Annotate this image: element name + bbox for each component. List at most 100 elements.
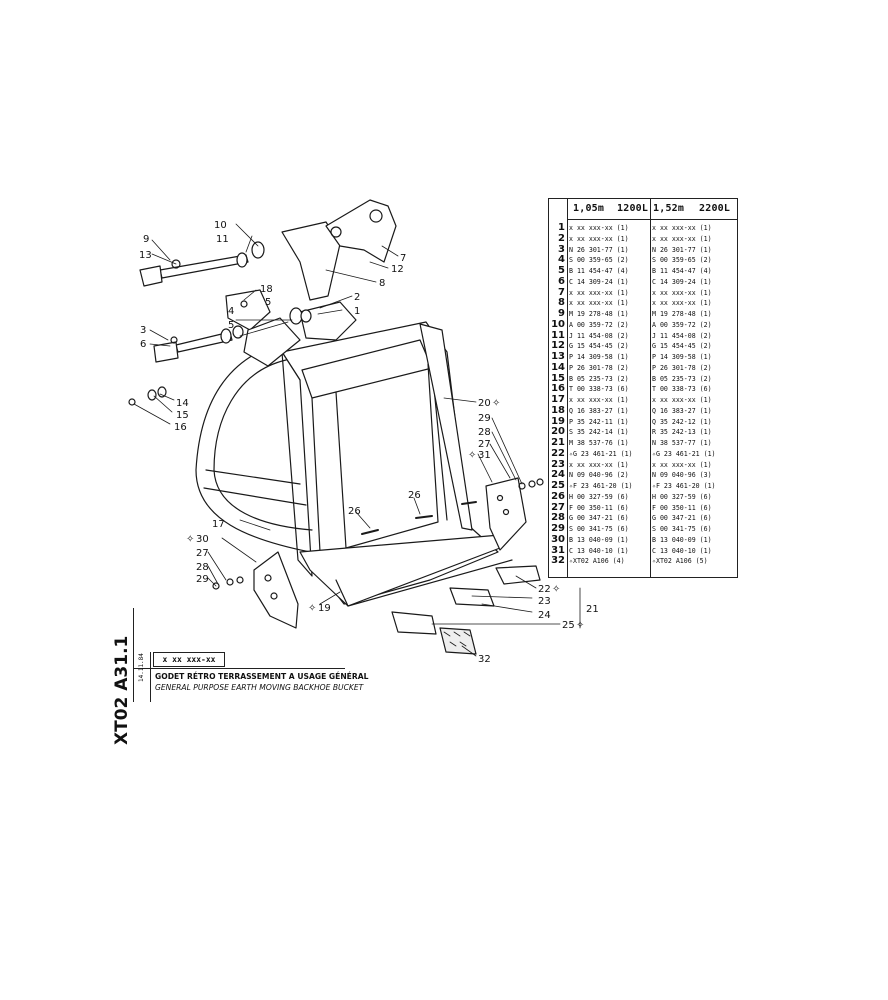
row-part-1050: x xx xxx-xx (1)	[569, 234, 629, 243]
callout-1: 1	[354, 306, 360, 317]
callout-21: 21	[586, 604, 599, 615]
row-number: 29	[551, 523, 565, 534]
row-part-1050: P 35 242-11 (1)	[569, 417, 629, 426]
sheet-date: 14.11.84	[138, 653, 145, 682]
callout-6: 6	[140, 339, 146, 350]
row-number: 12	[551, 340, 565, 352]
row-part-1050: M 38 537-76 (1)	[569, 439, 629, 447]
row-number: 1	[558, 222, 565, 233]
parts-table: 1,05m 1200L 1,52m 2200L 1 x xx xxx-xx (1)…	[548, 198, 738, 578]
callout-20: 20	[478, 398, 491, 409]
callout-26-right: 26	[408, 490, 421, 501]
row-part-1520: ✧F 23 461-20 (1)	[652, 482, 716, 490]
callout-13: 13	[139, 250, 152, 261]
row-part-1520: x xx xxx-xx (1)	[652, 234, 712, 243]
row-part-1520: T 00 338-73 (6)	[652, 385, 712, 394]
title-frame	[133, 608, 134, 702]
callout-28-left: 28	[196, 562, 209, 573]
row-number: 30	[551, 533, 565, 545]
row-part-1050: G 00 347-21 (6)	[569, 514, 629, 523]
row-part-1520: N 09 040-96 (3)	[652, 471, 712, 480]
title-french: GODET RÉTRO TERRASSEMENT A USAGE GÉNÉRAL	[155, 672, 369, 681]
title-english: GENERAL PURPOSE EARTH MOVING BACKHOE BUC…	[155, 683, 364, 692]
table-row: 32✧XT02 A106 (4)✧XT02 A106 (5)	[549, 555, 739, 566]
col1-width: 1,05m	[573, 203, 605, 214]
row-part-1520: C 14 309-24 (1)	[652, 277, 712, 286]
callout-15: 15	[176, 410, 189, 421]
row-number: 20	[551, 426, 565, 438]
callout-12: 12	[391, 264, 404, 275]
callout-8: 8	[379, 278, 385, 289]
table-row: 29 S 00 341-75 (6) S 00 341-75 (6)	[549, 523, 739, 534]
row-number: 23	[551, 458, 565, 470]
table-row: 28 G 00 347-21 (6) G 00 347-21 (6)	[549, 512, 739, 523]
callout-22: 22	[538, 584, 551, 595]
table-row: 22✧G 23 461-21 (1)✧G 23 461-21 (1)	[549, 448, 739, 459]
row-part-1520: S 00 341-75 (6)	[652, 525, 712, 533]
table-divider-columns	[650, 199, 651, 577]
row-part-1050: x xx xxx-xx (1)	[569, 460, 629, 469]
row-part-1050: C 14 309-24 (1)	[569, 277, 629, 286]
row-part-1050: ✧XT02 A106 (4)	[569, 557, 625, 566]
callout-4: 4	[228, 306, 234, 317]
row-part-1520: A 00 359-72 (2)	[652, 320, 712, 329]
row-part-1050: N 09 040-96 (2)	[569, 471, 629, 480]
callout-23: 23	[538, 596, 551, 607]
row-number: 2	[558, 232, 565, 244]
side-cutter-left	[253, 551, 299, 629]
callout-27-left: 27	[196, 548, 209, 559]
title-frame-rule	[133, 668, 345, 669]
bucket-body	[195, 321, 513, 607]
row-part-1520: C 13 040-10 (1)	[652, 546, 712, 555]
row-part-1520: M 19 278-48 (1)	[652, 310, 712, 318]
callout-29-right: 29	[478, 413, 491, 424]
leader-lines	[133, 223, 581, 657]
row-part-1520: x xx xxx-xx (1)	[652, 224, 712, 232]
row-number: 25	[551, 480, 565, 491]
table-header-rule	[567, 219, 737, 220]
row-part-1520: P 26 301-78 (2)	[652, 363, 712, 372]
row-part-1050: B 13 040-09 (1)	[569, 535, 629, 544]
row-part-1050: S 00 341-75 (6)	[569, 525, 629, 533]
callout-2: 2	[354, 292, 360, 303]
row-part-1520: B 05 235-73 (2)	[652, 374, 712, 383]
table-row: 25✧F 23 461-20 (1)✧F 23 461-20 (1)	[549, 480, 739, 491]
table-row: 6 C 14 309-24 (1) C 14 309-24 (1)	[549, 276, 739, 287]
row-part-1520: N 26 301-77 (1)	[652, 245, 712, 254]
row-number: 28	[551, 512, 565, 524]
callout-17: 17	[212, 519, 225, 530]
part-code-box: x xx xxx-xx	[153, 652, 225, 667]
pins-washers	[128, 241, 544, 590]
col1-capacity: 1200L	[617, 203, 649, 214]
col2-width: 1,52m	[653, 203, 685, 214]
row-part-1520: J 11 454-08 (2)	[652, 331, 712, 340]
row-part-1520: H 00 327-59 (6)	[652, 492, 712, 501]
callout-5: 5	[228, 320, 234, 331]
callout-27-right: 27	[478, 439, 491, 450]
row-part-1050: M 19 278-48 (1)	[569, 310, 629, 318]
col2-capacity: 2200L	[699, 203, 731, 214]
row-part-1520: x xx xxx-xx (1)	[652, 299, 712, 308]
row-part-1050: Q 16 383-27 (1)	[569, 406, 629, 415]
row-number: 6	[558, 275, 565, 287]
row-part-1520: G 00 347-21 (6)	[652, 514, 712, 523]
